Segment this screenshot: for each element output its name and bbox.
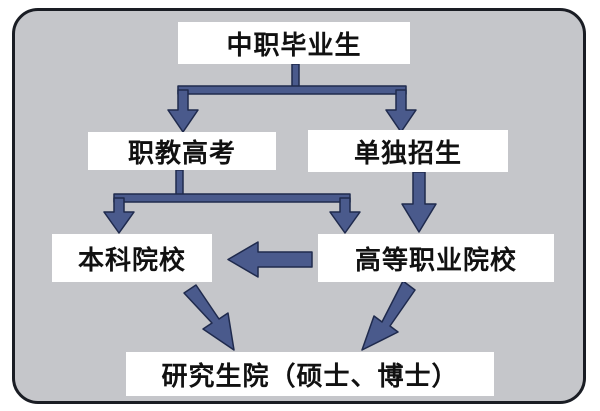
- node-higher-vocational-college: 高等职业院校: [318, 234, 554, 282]
- arrow-gaozhi-to-benke: [227, 241, 313, 278]
- arrow-benke-to-yanjiusheng: [183, 284, 235, 351]
- arrow-zhongzhi-to-zhijiao: [167, 89, 199, 133]
- arrow-zhijiao-to-benke: [103, 197, 135, 234]
- node-zhongzhi-graduates: 中职毕业生: [178, 22, 410, 64]
- connector-zhongzhi-bar: [177, 85, 407, 95]
- connector-zhijiao-bar: [113, 193, 351, 203]
- arrow-zhongzhi-to-dandu: [385, 89, 417, 133]
- arrow-dandu-to-gaozhi: [401, 171, 437, 233]
- arrow-gaozhi-to-yanjiusheng: [361, 280, 416, 351]
- node-independent-enrollment: 单独招生: [308, 130, 508, 172]
- node-vocational-gaokao: 职教高考: [88, 132, 276, 170]
- node-undergraduate-college: 本科院校: [52, 234, 212, 282]
- arrow-zhijiao-to-gaozhi: [329, 197, 361, 234]
- node-graduate-school: 研究生院（硕士、博士）: [126, 352, 494, 396]
